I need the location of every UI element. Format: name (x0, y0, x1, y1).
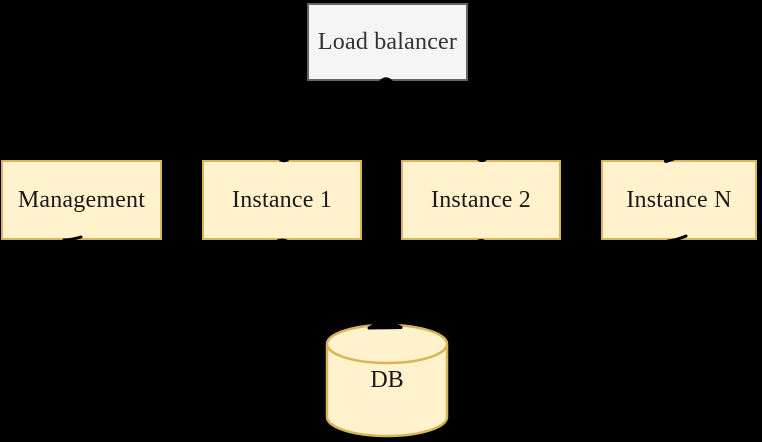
node-management[interactable]: Management (1, 160, 162, 240)
node-instance-1[interactable]: Instance 1 (202, 160, 362, 240)
node-instance-1-label: Instance 1 (232, 186, 332, 213)
node-load-balancer-label: Load balancer (317, 28, 458, 55)
edge-fragment-db-top-tick (384, 311, 389, 319)
node-instance-n-label: Instance N (626, 186, 732, 213)
node-instance-n[interactable]: Instance N (601, 160, 757, 240)
node-management-label: Management (17, 186, 146, 213)
node-load-balancer[interactable]: Load balancer (307, 3, 468, 81)
node-instance-2[interactable]: Instance 2 (401, 160, 561, 240)
node-instance-2-label: Instance 2 (431, 186, 531, 213)
node-db-label: DB (370, 367, 404, 393)
node-db[interactable]: DB (325, 323, 449, 438)
